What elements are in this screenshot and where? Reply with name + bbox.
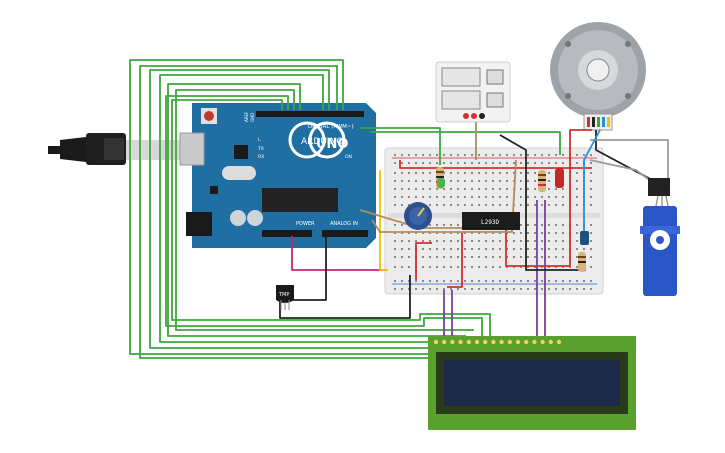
arduino-brand-label: ARDUINO	[301, 137, 343, 147]
gray-wire-2	[590, 139, 669, 182]
capacitor	[580, 231, 589, 245]
wires	[129, 59, 669, 359]
arduino-model-label: UNO	[316, 137, 349, 152]
sensor-label: TMP	[278, 292, 289, 298]
blue-wire	[583, 129, 601, 236]
red-wire-bus	[399, 160, 592, 169]
on-led-label: ON	[345, 154, 352, 160]
power-supply-module	[435, 61, 511, 123]
rx-led-label: RX	[258, 154, 264, 160]
usb-cable	[48, 133, 202, 165]
potentiometer	[404, 202, 432, 230]
red-wire-ic	[447, 232, 463, 288]
red-wire-motor	[505, 129, 592, 267]
arduino-uno-board: ARDUINO UNO DIGITAL (PWM~) POWER ANALOG …	[179, 103, 376, 248]
gnd-pin-label: GND	[250, 113, 255, 122]
resistor-3	[578, 252, 586, 272]
yellow-wire	[379, 170, 388, 271]
l293d-ic: L293D	[462, 212, 520, 230]
analog-header-label: ANALOG IN	[330, 221, 358, 227]
temperature-sensor: TMP	[276, 285, 294, 310]
green-led	[437, 178, 445, 188]
red-wire-positive	[415, 242, 432, 280]
servo-motor	[640, 178, 680, 296]
red-led	[555, 168, 564, 188]
green-wires	[129, 59, 561, 359]
aref-pin-label: AREF	[244, 111, 249, 122]
ic-label: L293D	[481, 219, 499, 226]
brown-wire-3	[371, 159, 517, 233]
black-wire-2	[595, 130, 657, 183]
black-wire-3	[499, 134, 586, 271]
tx-led-label: TX	[257, 146, 264, 152]
power-header-label: POWER	[296, 221, 315, 227]
digital-header-label: DIGITAL (PWM~)	[308, 124, 354, 130]
resistor-2	[538, 170, 546, 192]
dc-motor	[550, 22, 646, 131]
black-wire-1	[279, 236, 411, 319]
lcd-display	[428, 336, 636, 430]
l-led-label: L	[258, 137, 261, 143]
magenta-wire	[291, 236, 386, 271]
